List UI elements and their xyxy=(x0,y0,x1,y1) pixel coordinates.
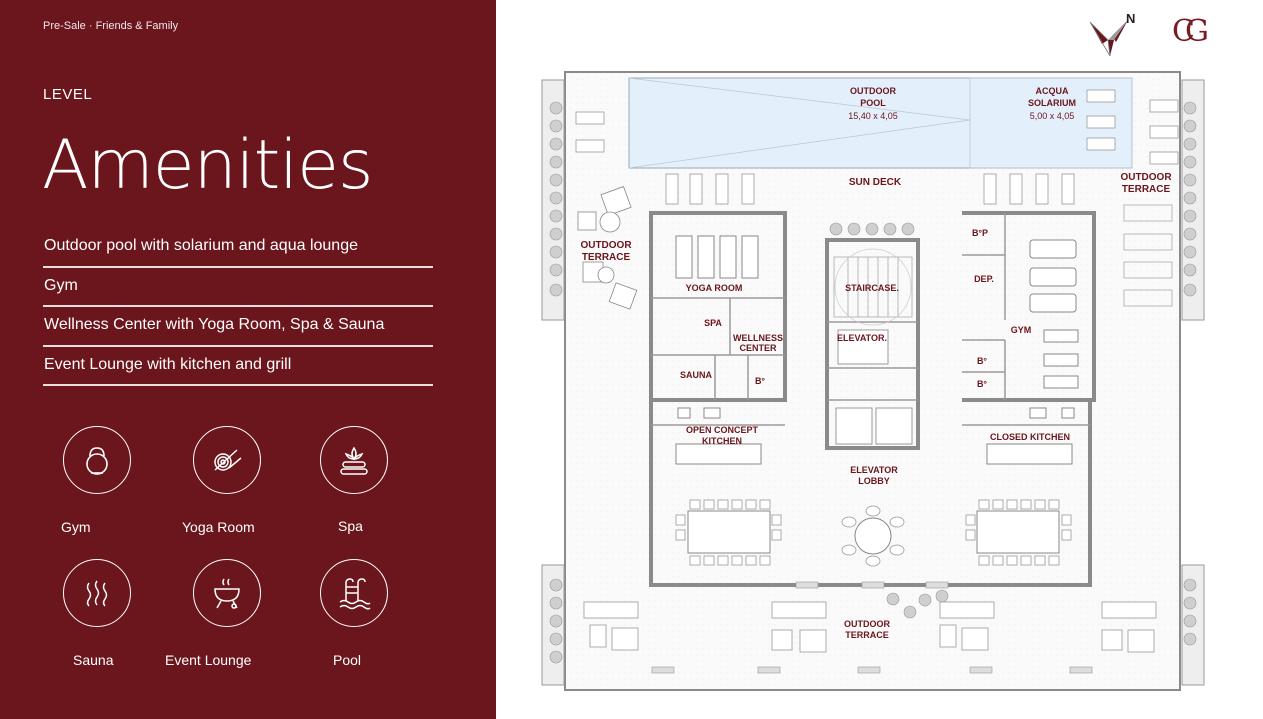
label-closed-kitchen: CLOSED KITCHEN xyxy=(990,432,1070,442)
label-sauna: SAUNA xyxy=(680,370,713,380)
amenity-label: Pool xyxy=(333,652,362,668)
label-bathroom: B° xyxy=(755,376,765,386)
amenity-label: Gym xyxy=(61,519,91,535)
page-title: Amenities xyxy=(42,126,373,205)
label-wellness-center: CENTER xyxy=(739,343,777,353)
sun-loungers xyxy=(575,89,1179,205)
amenity-pool xyxy=(299,559,409,627)
amenity-sauna xyxy=(42,559,152,627)
label-bathroom-p: B°P xyxy=(972,228,988,238)
pool xyxy=(628,77,1133,169)
yoga-mat-icon xyxy=(193,426,261,494)
presale-tag: Pre-Sale · Friends & Family xyxy=(43,20,179,32)
dining-tables xyxy=(687,510,1060,555)
label-wellness-center: WELLNESS xyxy=(733,333,783,343)
label-outdoor-terrace-left: OUTDOOR xyxy=(580,240,632,251)
amenities-panel: Pre-Sale · Friends & Family LEVEL Amenit… xyxy=(0,0,496,719)
terrace-seating xyxy=(577,186,638,310)
feature-item: Event Lounge with kitchen and grill xyxy=(43,347,433,386)
plant-row xyxy=(549,101,1197,664)
amenity-label: Spa xyxy=(338,518,363,534)
label-elevator: ELEVATOR. xyxy=(837,333,887,343)
amenity-label: Sauna xyxy=(73,652,114,668)
amenity-gym xyxy=(42,426,152,494)
bottom-terrace-furniture xyxy=(583,601,1157,653)
pool-ladder-icon xyxy=(320,559,388,627)
label-gym: GYM xyxy=(1011,325,1032,335)
label-open-kitchen: KITCHEN xyxy=(702,436,742,446)
room-divisions xyxy=(651,213,1090,426)
feature-item: Gym xyxy=(43,268,433,307)
label-deposit: DEP. xyxy=(974,274,994,284)
label-outdoor-terrace-right: OUTDOOR xyxy=(1120,172,1172,183)
terrace-loungers-right xyxy=(1123,204,1173,307)
brand-logo: CG xyxy=(1172,14,1209,49)
yoga-mats xyxy=(675,235,759,279)
spa-lotus-icon xyxy=(320,426,388,494)
amenity-event-lounge xyxy=(172,559,282,627)
sauna-steam-icon xyxy=(63,559,131,627)
feature-item: Wellness Center with Yoga Room, Spa & Sa… xyxy=(43,307,433,347)
label-solarium-dimensions: 5,00 x 4,05 xyxy=(1030,111,1075,121)
label-elevator-lobby: LOBBY xyxy=(858,476,890,486)
core-plants xyxy=(829,222,949,619)
label-pool-dimensions: 15,40 x 4,05 xyxy=(848,111,898,121)
label-bathroom: B° xyxy=(977,356,987,366)
elevator-cabs xyxy=(835,329,913,445)
floor-plan: OUTDOOR POOL 15,40 x 4,05 ACQUA SOLARIUM… xyxy=(541,71,1205,691)
label-outdoor-terrace-bottom: TERRACE xyxy=(845,630,889,640)
compass-icon: N xyxy=(1088,11,1144,63)
label-outdoor-terrace-right: TERRACE xyxy=(1122,184,1171,195)
amenity-spa xyxy=(299,426,409,494)
dining-chairs xyxy=(675,499,1072,567)
label-acqua-solarium: ACQUA xyxy=(1036,86,1069,96)
amenity-label: Yoga Room xyxy=(182,519,255,535)
feature-item: Outdoor pool with solarium and aqua loun… xyxy=(43,228,433,268)
label-acqua-solarium: SOLARIUM xyxy=(1028,98,1076,108)
amenity-label: Event Lounge xyxy=(165,652,252,668)
label-elevator-lobby: ELEVATOR xyxy=(850,465,898,475)
label-open-kitchen: OPEN CONCEPT xyxy=(686,425,759,435)
label-bathroom: B° xyxy=(977,379,987,389)
level-heading: LEVEL xyxy=(43,86,93,103)
label-yoga-room: YOGA ROOM xyxy=(686,283,743,293)
room-labels: OUTDOOR POOL 15,40 x 4,05 ACQUA SOLARIUM… xyxy=(580,86,1172,640)
label-outdoor-pool: POOL xyxy=(860,98,886,108)
label-spa: SPA xyxy=(704,318,722,328)
label-outdoor-terrace-bottom: OUTDOOR xyxy=(844,619,890,629)
gym-equipment xyxy=(1029,239,1079,389)
label-sun-deck: SUN DECK xyxy=(849,177,902,188)
amenity-yoga-room xyxy=(172,426,282,494)
label-staircase: STAIRCASE. xyxy=(845,283,899,293)
staircase xyxy=(833,248,913,326)
grill-icon xyxy=(193,559,261,627)
label-outdoor-terrace-left: TERRACE xyxy=(582,252,631,263)
kettlebell-icon xyxy=(63,426,131,494)
compass-letter: N xyxy=(1126,12,1135,26)
label-outdoor-pool: OUTDOOR xyxy=(850,86,896,96)
feature-list: Outdoor pool with solarium and aqua loun… xyxy=(43,228,433,386)
kitchen-counters xyxy=(675,407,1075,465)
floor-marks xyxy=(651,581,1093,674)
